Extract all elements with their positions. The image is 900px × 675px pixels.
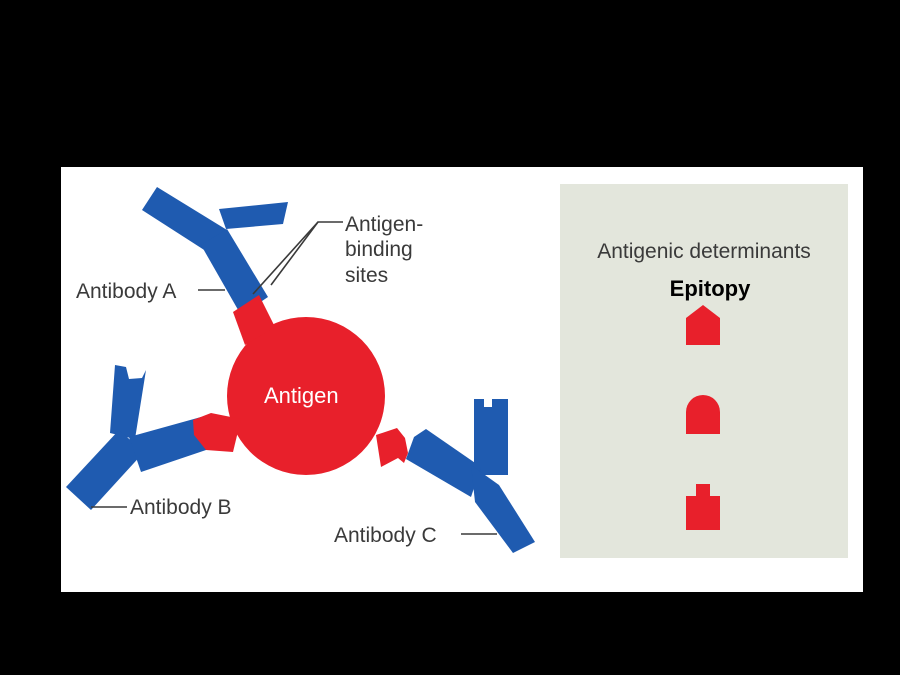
epitope-notched-shape: [686, 484, 720, 530]
antibody-b-shape: [66, 365, 209, 510]
antibody-c-label: Antibody C: [334, 524, 437, 547]
antibody-b-label: Antibody B: [130, 496, 232, 519]
antigen-label: Antigen: [264, 383, 339, 408]
figure-panel: Antigen- binding sites Antibody A Antibo…: [61, 167, 863, 592]
binding-sites-label-line2: binding: [345, 238, 413, 261]
antibody-a-label: Antibody A: [76, 280, 177, 303]
panel-title: Antigenic determinants: [597, 240, 811, 263]
epitope-shapes: [686, 305, 720, 530]
antigen-shape: [193, 295, 408, 475]
antibody-c-shape: [406, 399, 535, 553]
antibody-antigen-diagram: [66, 187, 535, 553]
binding-sites-label-line1: Antigen-: [345, 213, 424, 236]
leader-lines: [91, 221, 497, 535]
binding-sites-label-line3: sites: [345, 264, 389, 287]
epitope-pointed-shape: [686, 305, 720, 345]
epitope-rounded-shape: [686, 395, 720, 434]
antigenic-determinants-panel: Antigenic determinants Epitopy: [560, 184, 848, 558]
antibody-a-shape: [142, 187, 288, 315]
panel-subtitle: Epitopy: [669, 276, 751, 301]
